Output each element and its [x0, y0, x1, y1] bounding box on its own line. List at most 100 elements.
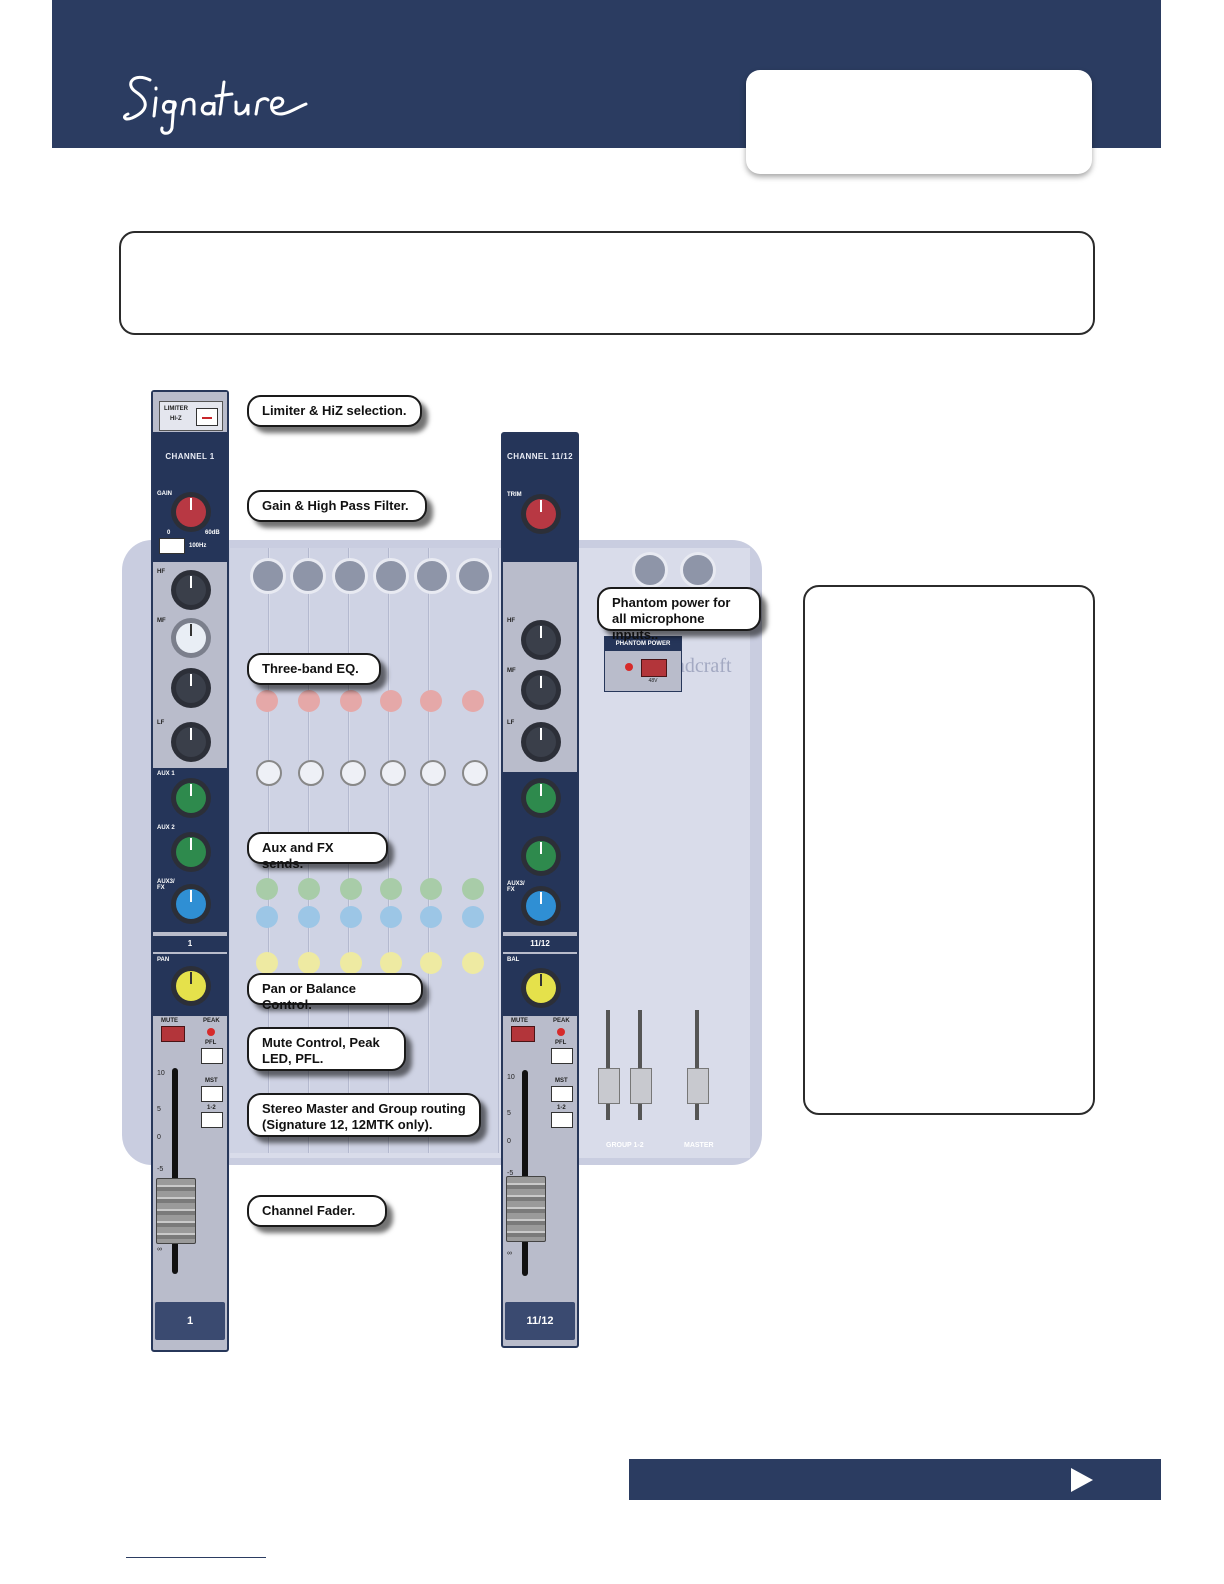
hpf-button[interactable]: [159, 538, 185, 554]
fader-scale-mark: -5: [507, 1170, 514, 1177]
pfl-button[interactable]: [551, 1048, 573, 1064]
fader-scale-mark: ∞: [507, 1250, 512, 1257]
aux3-fx-knob[interactable]: [171, 884, 211, 924]
group-routing-button[interactable]: [201, 1112, 223, 1128]
group-fader-cap: [630, 1068, 652, 1104]
limiter-button[interactable]: [196, 408, 218, 426]
lf-label: LF: [157, 720, 165, 726]
peak-label: PEAK: [553, 1018, 570, 1024]
phantom-power-title: PHANTOM POWER: [605, 637, 681, 651]
callout-routing: Stereo Master and Group routing (Signatu…: [247, 1093, 481, 1137]
mute-button[interactable]: [161, 1026, 185, 1042]
footer-nav-bar: [629, 1459, 1161, 1500]
channel-strip-stereo: CHANNEL 11/12 TRIM HF MF LF AUX3/ FX 11/…: [501, 432, 579, 1348]
hf-eq-knob[interactable]: [521, 620, 561, 660]
gain-knob-icon: [298, 690, 320, 712]
phantom-led: [625, 663, 633, 671]
aux-knob-icon: [380, 878, 402, 900]
aux1-knob[interactable]: [521, 778, 561, 818]
hf-eq-knob[interactable]: [171, 570, 211, 610]
gain-min-label: 0: [167, 530, 171, 536]
aux2-knob[interactable]: [171, 832, 211, 872]
pan-label: PAN: [157, 957, 170, 963]
xlr-jack-icon: [290, 558, 326, 594]
hf-label: HF: [157, 569, 165, 575]
xlr-jack-icon: [680, 552, 716, 588]
pan-knob-icon: [462, 952, 484, 974]
group-fader-cap: [598, 1068, 620, 1104]
gain-knob-icon: [420, 690, 442, 712]
gain-knob-icon: [380, 690, 402, 712]
hiz-label: HI-Z: [170, 416, 182, 422]
next-page-arrow-icon[interactable]: [1071, 1468, 1093, 1492]
phantom-power-button[interactable]: [641, 659, 667, 677]
trim-label: TRIM: [507, 492, 522, 498]
fx-knob-icon: [298, 906, 320, 928]
lf-eq-knob[interactable]: [521, 722, 561, 762]
master-fader-slot: [695, 1010, 699, 1120]
aux3-fx-label: AUX3/ FX: [157, 879, 175, 891]
fader-scale-mark: 10: [157, 1070, 165, 1077]
aux3-fx-knob[interactable]: [521, 886, 561, 926]
limiter-panel: LIMITER HI-Z: [159, 401, 223, 431]
strip-footer-label: 11/12: [505, 1302, 575, 1340]
mst-routing-button[interactable]: [201, 1086, 223, 1102]
channel-fader[interactable]: [156, 1178, 196, 1244]
master-fader-cap: [687, 1068, 709, 1104]
pan-knob[interactable]: [171, 966, 211, 1006]
fader-scale-mark: 5: [507, 1110, 511, 1117]
channel-number: 11/12: [503, 936, 577, 952]
strip-footer-label: 1: [155, 1302, 225, 1340]
fx-knob-icon: [462, 906, 484, 928]
aux1-label: AUX 1: [157, 771, 175, 777]
pan-knob-icon: [256, 952, 278, 974]
gain-knob-icon: [256, 690, 278, 712]
gain-knob[interactable]: [171, 492, 211, 532]
callout-phantom: Phantom power for all microphone inputs.…: [597, 587, 761, 642]
aux-knob-icon: [340, 878, 362, 900]
channel-fader[interactable]: [506, 1176, 546, 1242]
phantom-voltage-label: 48V: [648, 678, 658, 684]
lf-eq-knob[interactable]: [171, 722, 211, 762]
brand-fragment: adcraft: [676, 655, 732, 677]
xlr-jack-icon: [414, 558, 450, 594]
mf-freq-knob[interactable]: [171, 618, 211, 658]
xlr-jack-icon: [373, 558, 409, 594]
group-routing-button[interactable]: [551, 1112, 573, 1128]
xlr-jack-icon: [632, 552, 668, 588]
group-fader-slot: [606, 1010, 610, 1120]
channel-label: CHANNEL 1: [165, 452, 215, 461]
mute-button[interactable]: [511, 1026, 535, 1042]
peak-led: [557, 1028, 565, 1036]
lf-label: LF: [507, 720, 515, 726]
limiter-label: LIMITER: [164, 406, 188, 412]
pfl-button[interactable]: [201, 1048, 223, 1064]
xlr-jack-icon: [250, 558, 286, 594]
pan-knob-icon: [298, 952, 320, 974]
trim-knob[interactable]: [521, 494, 561, 534]
mute-label: MUTE: [511, 1018, 528, 1024]
master-label: MASTER: [684, 1142, 714, 1149]
channel-label: CHANNEL 11/12: [507, 452, 573, 461]
group-fader-slot: [638, 1010, 642, 1120]
fx-knob-icon: [380, 906, 402, 928]
phantom-power-panel: PHANTOM POWER 48V: [604, 636, 682, 692]
mf-eq-knob[interactable]: [171, 668, 211, 708]
mst-label: MST: [555, 1078, 568, 1084]
pan-knob-icon: [340, 952, 362, 974]
group-routing-label: 1-2: [207, 1105, 216, 1111]
mf-eq-knob[interactable]: [521, 670, 561, 710]
eq-knob-icon: [298, 760, 324, 786]
balance-knob[interactable]: [521, 968, 561, 1008]
aux1-knob[interactable]: [171, 778, 211, 818]
mixer-channel-strip: [460, 548, 499, 1153]
signature-logo: [123, 75, 308, 135]
aux3-fx-label: AUX3/ FX: [507, 881, 525, 893]
eq-knob-icon: [462, 760, 488, 786]
hpf-label: 100Hz: [189, 543, 207, 549]
mst-routing-button[interactable]: [551, 1086, 573, 1102]
bal-label: BAL: [507, 957, 520, 963]
aux2-knob[interactable]: [521, 836, 561, 876]
group-routing-label: 1-2: [557, 1105, 566, 1111]
callout-fader: Channel Fader.: [247, 1195, 387, 1227]
